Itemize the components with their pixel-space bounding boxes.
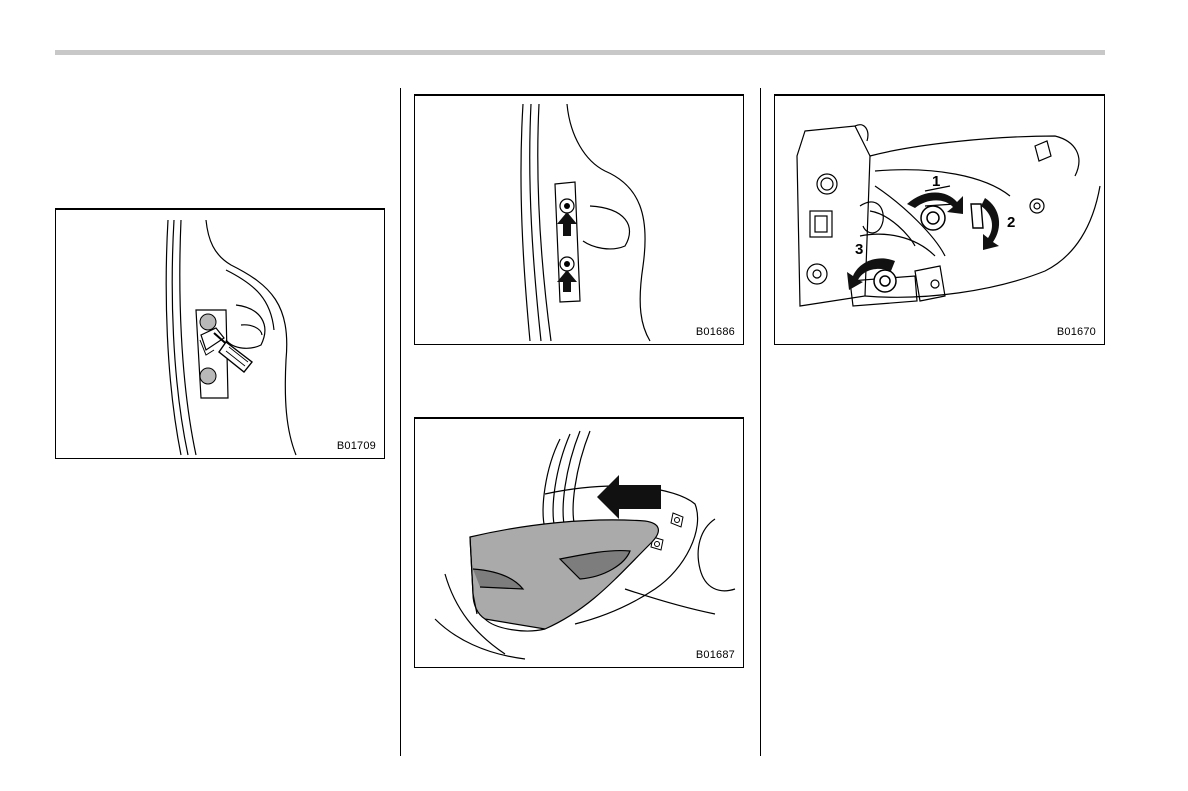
illustration-bulb-sockets: 1 2 3 [775,96,1104,345]
illustration-clips [415,96,743,345]
figure-remove-lamp: B01687 [414,417,744,668]
arrow-up-icon [557,212,577,236]
figure-code: B01709 [337,440,376,452]
rotate-arrow-icon [981,198,999,250]
figure-code: B01687 [696,649,735,661]
figure-screwdriver-clip: B01709 [55,208,385,459]
arrow-left-icon [597,475,661,519]
callout-number: 2 [1007,214,1015,231]
figure-bulb-sockets: 1 2 3 B01670 [774,94,1105,345]
illustration-screwdriver [56,210,384,459]
header-rule [55,50,1105,55]
figure-code: B01670 [1057,326,1096,338]
column-divider-left [400,88,401,756]
callout-number: 3 [855,241,863,258]
column-divider-right [760,88,761,756]
callout-number: 1 [932,173,940,190]
figure-clip-locations: B01686 [414,94,744,345]
figure-code: B01686 [696,326,735,338]
illustration-lamp-removal [415,419,743,668]
